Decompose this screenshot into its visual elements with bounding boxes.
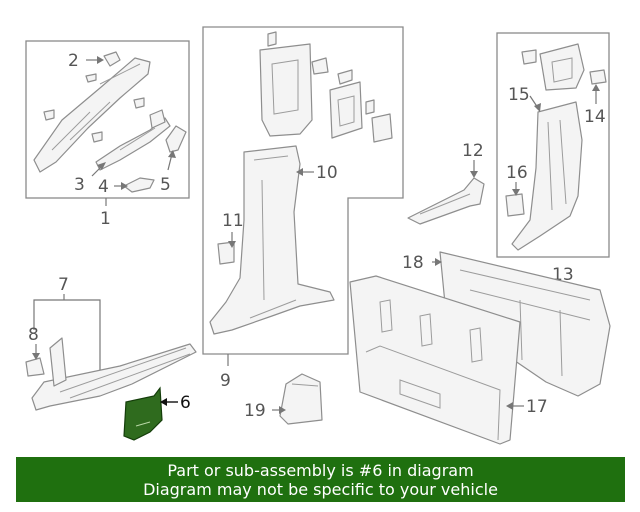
info-banner: Part or sub-assembly is #6 in diagram Di…	[16, 457, 625, 502]
callout-3: 3	[74, 175, 85, 195]
callout-8: 8	[28, 325, 39, 345]
callout-9: 9	[220, 371, 231, 391]
callout-12: 12	[462, 141, 484, 161]
callout-7: 7	[58, 275, 69, 295]
group-9-box	[202, 26, 404, 355]
parts-diagram: 2 3 4 5 1 10 11 9 12	[25, 26, 611, 445]
callout-15: 15	[508, 85, 530, 105]
part-12-scuff-plate	[407, 177, 485, 225]
callout-11: 11	[222, 211, 244, 231]
part-6-highlighted	[123, 386, 163, 441]
callout-2: 2	[68, 51, 79, 71]
b-pillar-upper-trim	[259, 31, 393, 143]
callout-4: 4	[98, 177, 109, 197]
banner-line-1: Part or sub-assembly is #6 in diagram	[167, 461, 474, 480]
callout-14: 14	[584, 107, 606, 127]
callout-19: 19	[244, 401, 266, 421]
group-1-box	[25, 40, 190, 199]
callout-10: 10	[316, 163, 338, 183]
callout-18: 18	[402, 253, 424, 273]
part-17-rear-wall-panel	[349, 275, 521, 445]
c-pillar-trim	[505, 43, 607, 251]
group-13-box	[496, 32, 610, 258]
callout-17: 17	[526, 397, 548, 417]
part-19-cover	[279, 373, 323, 425]
leader-7	[33, 299, 101, 378]
callout-5: 5	[160, 175, 171, 195]
b-pillar-lower-trim	[209, 145, 335, 335]
callout-6: 6	[180, 393, 191, 413]
callout-16: 16	[506, 163, 528, 183]
callout-1: 1	[100, 209, 111, 229]
rocker-sill-trim	[25, 337, 197, 411]
grab-handle-assembly	[33, 51, 187, 193]
banner-line-2: Diagram may not be specific to your vehi…	[143, 480, 498, 499]
